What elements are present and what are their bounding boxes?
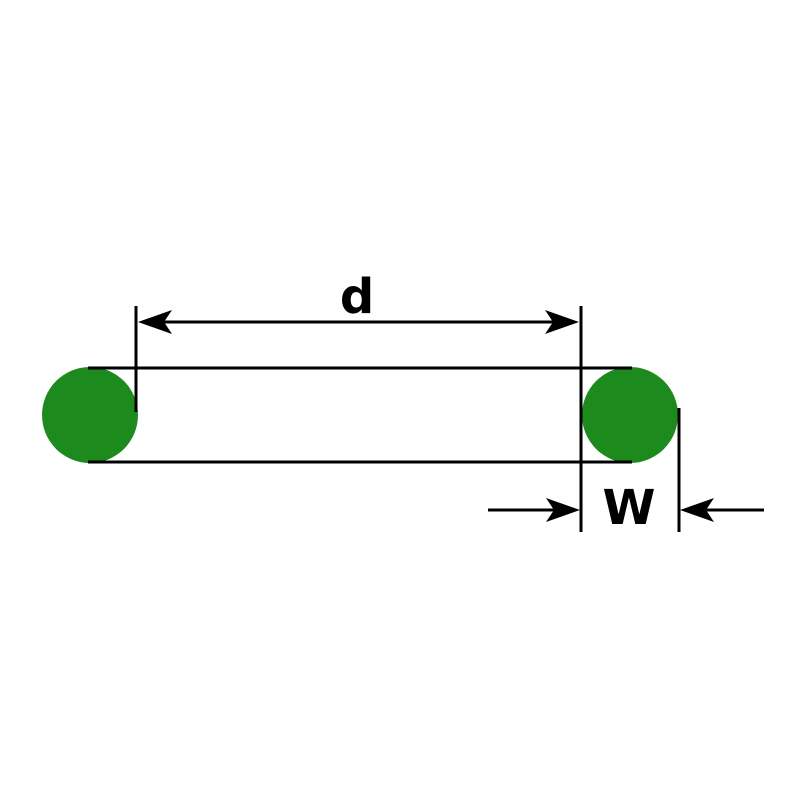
oring-section-right	[582, 367, 678, 463]
oring-section-left	[42, 367, 138, 463]
width-arrowhead-left-icon	[546, 498, 580, 522]
width-arrowhead-right-icon	[680, 498, 714, 522]
width-label: W	[603, 480, 656, 536]
diameter-arrowhead-right-icon	[545, 310, 579, 334]
diameter-arrowhead-left-icon	[138, 310, 172, 334]
diameter-label: d	[340, 269, 374, 325]
